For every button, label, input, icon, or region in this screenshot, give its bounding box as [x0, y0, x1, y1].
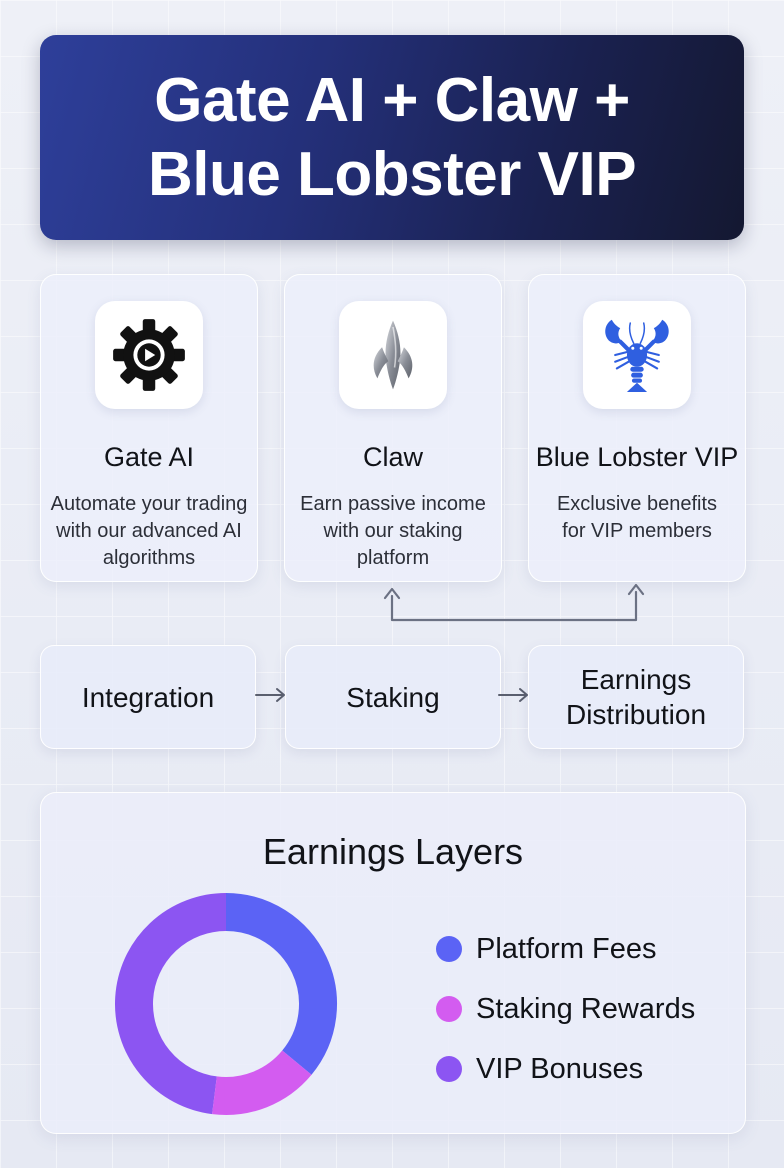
flow-step-earnings-distribution: Earnings Distribution	[528, 645, 744, 749]
claw-icon	[373, 320, 413, 390]
feature-description-line: for VIP members	[562, 520, 712, 542]
hero-banner: Gate AI + Claw + Blue Lobster VIP	[40, 35, 744, 240]
lobster-icon-tile	[583, 301, 691, 409]
claw-vip-connector-arrow	[383, 584, 645, 622]
hero-title-line-2: Blue Lobster VIP	[147, 139, 637, 209]
feature-description: Automate your trading with our advanced …	[41, 491, 257, 572]
flow-step-label: Earnings Distribution	[566, 662, 706, 732]
feature-description-line: Automate your trading	[50, 493, 248, 515]
flow-arrow-icon	[498, 688, 528, 702]
feature-description-line: platform	[356, 547, 430, 569]
feature-card-blue-lobster-vip: Blue Lobster VIP Exclusive benefits for …	[528, 274, 746, 582]
flow-step-label-line: Earnings	[580, 664, 692, 695]
donut-slice-platform-fees	[225, 893, 337, 1075]
flow-step-label-line: Distribution	[565, 699, 707, 730]
flow-step-label-line: Staking	[346, 681, 440, 713]
legend-label: VIP Bonuses	[476, 1052, 644, 1085]
donut-slice-vip-bonuses	[115, 893, 227, 1115]
flow-arrow-icon	[255, 688, 285, 702]
flow-step-label: Staking	[346, 680, 439, 715]
feature-description-line: with our staking	[323, 520, 463, 542]
feature-card-gate-ai: Gate AI Automate your trading with our a…	[40, 274, 258, 582]
feature-card-claw: Claw Earn passive income with our stakin…	[284, 274, 502, 582]
lobster-icon	[605, 319, 669, 392]
feature-title: Gate AI	[103, 442, 195, 472]
feature-title: Blue Lobster VIP	[535, 442, 739, 472]
feature-title: Claw	[362, 442, 423, 472]
hero-title: Gate AI + Claw + Blue Lobster VIP	[147, 64, 637, 212]
legend-label: Staking Rewards	[476, 992, 696, 1025]
feature-description-line: algorithms	[102, 547, 196, 569]
feature-description-line: Exclusive benefits	[556, 493, 718, 515]
earnings-donut-chart	[115, 893, 337, 1115]
legend-item: Platform Fees	[436, 919, 695, 979]
flow-step-label: Integration	[82, 680, 214, 715]
legend-item: Staking Rewards	[436, 979, 695, 1039]
feature-description-line: Earn passive income	[300, 493, 486, 515]
legend-color-dot	[436, 996, 462, 1022]
hero-title-line-1: Gate AI + Claw +	[154, 65, 630, 135]
gate-ai-icon-tile	[95, 301, 203, 409]
claw-icon-tile	[339, 301, 447, 409]
legend-color-dot	[436, 936, 462, 962]
donut-slice-staking-rewards	[212, 1049, 312, 1115]
feature-description-line: with our advanced AI	[56, 520, 242, 542]
flow-step-staking: Staking	[285, 645, 501, 749]
gear-play-icon	[113, 319, 185, 391]
feature-description: Exclusive benefits for VIP members	[529, 491, 745, 545]
feature-description: Earn passive income with our staking pla…	[285, 491, 501, 572]
flow-step-integration: Integration	[40, 645, 256, 749]
legend-label: Platform Fees	[476, 932, 657, 965]
chart-title: Earnings Layers	[262, 831, 524, 872]
legend-color-dot	[436, 1056, 462, 1082]
legend-item: VIP Bonuses	[436, 1039, 695, 1099]
flow-step-label-line: Integration	[81, 681, 215, 713]
